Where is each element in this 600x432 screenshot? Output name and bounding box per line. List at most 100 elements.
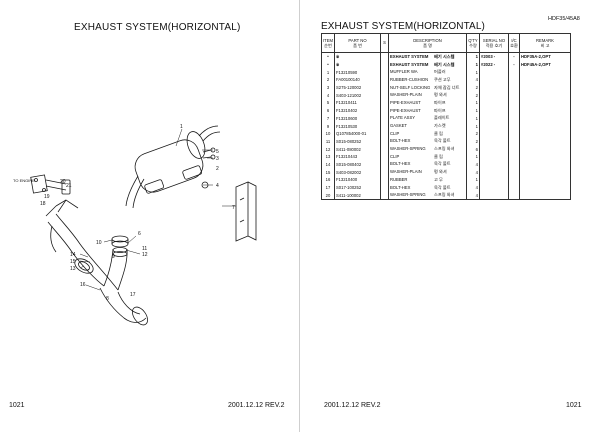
- cell-qty: 1: [466, 52, 480, 61]
- callout-15: 15: [70, 259, 76, 265]
- cell-ic: [508, 122, 520, 130]
- cell-s: [380, 176, 389, 184]
- cell-ic: [508, 91, 520, 100]
- cell-qty: 2: [466, 137, 480, 146]
- cell-serial-no: [479, 191, 509, 201]
- cell-qty: 1: [466, 152, 480, 161]
- description-en: BOLT-HEX: [390, 138, 411, 144]
- cell-ic: [508, 137, 520, 146]
- description-en: GASKET: [390, 123, 407, 129]
- callout-4: 4: [216, 183, 219, 189]
- cell-serial-no: [479, 137, 509, 146]
- cell-s: [380, 160, 389, 169]
- cell-serial-no: [479, 145, 509, 153]
- cell-qty: 6: [466, 145, 480, 153]
- cell-part-no: S411-080002: [334, 145, 381, 153]
- description-ko: 머플러: [434, 69, 446, 75]
- cell-remark: [519, 68, 571, 77]
- cell-remark: [519, 183, 571, 192]
- cell-serial-no: [479, 122, 509, 130]
- cell-item: 6: [321, 106, 335, 115]
- cell-part-no: S403-121002: [334, 91, 381, 100]
- callout-14: 14: [70, 252, 76, 258]
- description-en: RUBBER: [390, 176, 408, 182]
- cell-s: [380, 114, 389, 123]
- description-en: BOLT-HEX: [390, 184, 411, 190]
- callout-2: 2: [216, 166, 219, 172]
- flange-drawing: [30, 174, 71, 195]
- left-page-number: 1021: [9, 402, 25, 409]
- cell-s: [380, 145, 389, 153]
- cell-item: •: [321, 60, 335, 69]
- description-ko: 육각 볼트: [434, 184, 451, 190]
- cell-ic: [508, 176, 520, 184]
- description-ko: 가스켓: [434, 123, 446, 129]
- description-ko: 배기 시스템: [434, 53, 455, 59]
- right-revision: 2001.12.12 REV.2: [324, 402, 381, 409]
- cell-remark: [519, 152, 571, 161]
- muffler-drawing: [125, 125, 221, 209]
- callout-8: 8: [106, 296, 109, 302]
- cell-remark: HDF35A-2,OPT: [519, 52, 571, 61]
- cell-s: [380, 152, 389, 161]
- callout-21: 21: [66, 183, 72, 189]
- leader-lines: [79, 128, 236, 291]
- cell-part-no: ※: [334, 60, 381, 69]
- right-page-number: 1021: [566, 402, 582, 409]
- header-s: S: [380, 33, 389, 53]
- cell-serial-no: [479, 152, 509, 161]
- cell-remark: [519, 145, 571, 153]
- cell-remark: [519, 176, 571, 184]
- cell-part-no: F13210400: [334, 176, 381, 184]
- cell-part-no: S275-120002: [334, 83, 381, 92]
- cell-serial-no: [479, 168, 509, 176]
- description-en: MUFFLER WA: [390, 69, 418, 75]
- callout-6: 6: [138, 231, 141, 237]
- cell-qty: 1: [466, 106, 480, 115]
- cell-part-no: Q107854000-01: [334, 129, 381, 138]
- cell-remark: HDF45A-2,OPT: [519, 60, 571, 69]
- cell-item: 5: [321, 99, 335, 107]
- description-en: PLATE ASSY: [390, 115, 416, 121]
- description-ko: 고 무: [434, 176, 443, 182]
- cell-s: [380, 76, 389, 84]
- cell-description: GASKET 가스켓: [388, 122, 467, 130]
- cell-description: MUFFLER WA 머플러: [388, 68, 467, 77]
- cell-part-no: F13210600: [334, 114, 381, 123]
- cell-description: BOLT-HEX 육각 볼트: [388, 183, 467, 192]
- cell-item: 9: [321, 122, 335, 130]
- description-ko: 쿠션 고무: [434, 76, 451, 82]
- cell-qty: 4: [466, 191, 480, 201]
- cell-ic: [508, 114, 520, 123]
- cell-part-no: S403-082002: [334, 168, 381, 176]
- callout-17: 17: [130, 292, 136, 298]
- model-code: HDF35/45A8: [548, 16, 580, 22]
- description-en: WASHER-PLAIN: [390, 92, 422, 98]
- callout-20: 20: [60, 179, 66, 185]
- cell-item: 17: [321, 183, 335, 192]
- cell-ic: [508, 83, 520, 92]
- cell-remark: [519, 122, 571, 130]
- cell-qty: 1: [466, 68, 480, 77]
- cell-ic: [508, 106, 520, 115]
- callout-13: 13: [70, 266, 76, 272]
- cell-qty: 1: [466, 60, 480, 69]
- exhaust-pipe-drawing: [45, 199, 148, 326]
- cell-remark: [519, 137, 571, 146]
